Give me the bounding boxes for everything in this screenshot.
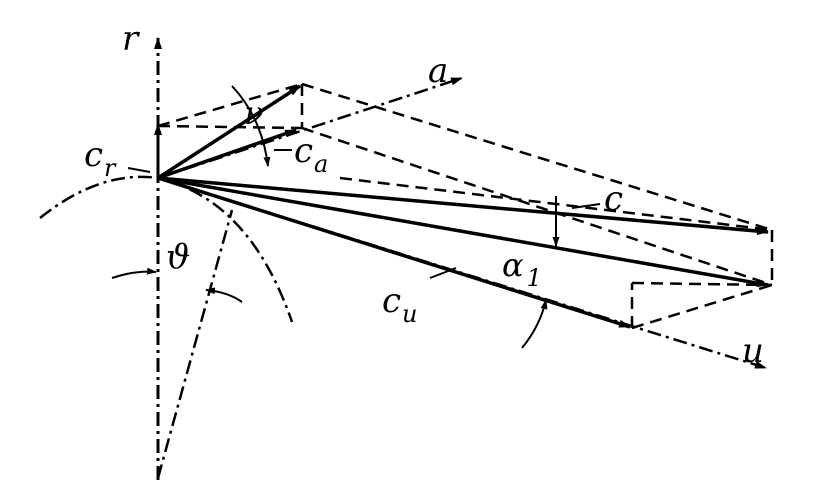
dash-from-cu-tip [631,283,773,330]
alpha-angle-arc-lower [521,299,548,349]
label-c-r: cr [84,135,117,182]
label-u: u [742,331,764,371]
c-a-vector [157,128,297,180]
axes [39,37,767,480]
dash-inner-horizontal [631,281,773,287]
label-nu: ν [244,94,263,132]
dash-cr-to-top [157,82,303,128]
label-a: a [428,51,448,91]
theta-angle-arc-left [111,267,157,279]
label-c-a: ca [294,131,328,178]
dash-cr-to-ca [157,124,303,130]
dash-top-long [301,82,773,232]
theta-angle-arc-right [205,287,243,303]
label-r: r [122,19,140,59]
nu-angle-arc [231,85,271,167]
label-theta: ϑ [166,237,190,277]
upper-vector [157,84,301,180]
c-u-vector [157,176,631,329]
angle-marks [111,85,601,349]
lower-resultant-vector [157,176,769,288]
dash-ca-to-lower-right [301,126,773,287]
cr-leader-tick [127,167,151,173]
c-vector [157,176,769,236]
label-c: c [604,179,623,219]
tilted-radial-line [156,209,234,479]
label-c-u: cu [382,281,418,328]
c-leader-tick [571,203,601,209]
vectors [154,84,769,329]
cu-leader-tick [429,267,457,279]
construction-lines [157,82,774,330]
